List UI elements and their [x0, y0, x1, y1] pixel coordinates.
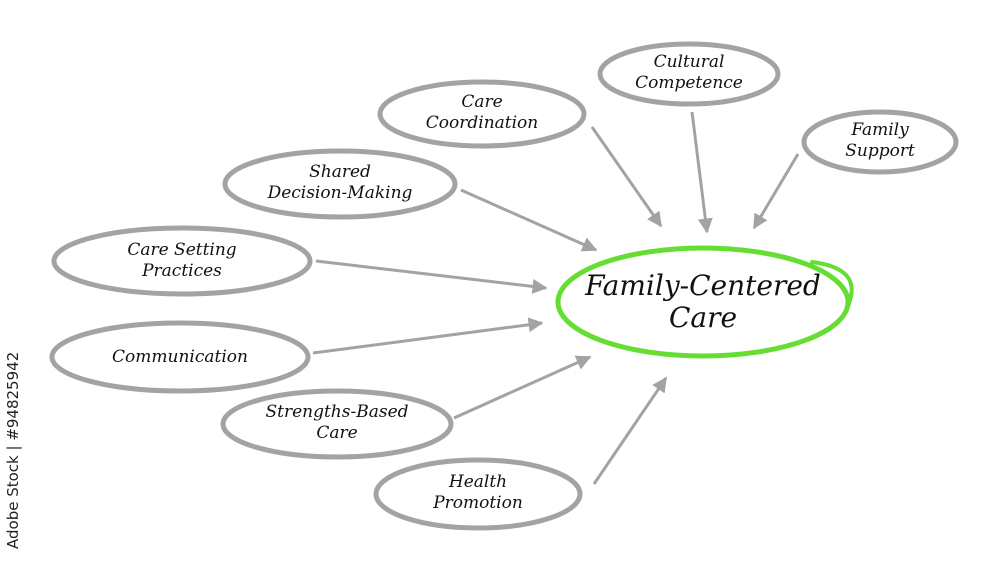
- arrow-strengths-based-care: [453, 355, 592, 420]
- node-label-family-support: Family Support: [845, 120, 915, 161]
- node-label-care-coordination: Care Coordination: [425, 92, 539, 133]
- ellipse-family-support: [801, 109, 959, 175]
- watermark-text: Adobe Stock | #94825942: [4, 351, 22, 549]
- center-label: Family-Centered Care: [585, 269, 821, 334]
- arrow-family-support: [752, 153, 800, 230]
- arrow-cultural-competence: [690, 111, 713, 234]
- ellipse-care-setting-practices: [51, 225, 313, 297]
- node-label-care-setting-practices: Care Setting Practices: [127, 240, 237, 281]
- node-label-health-promotion: Health Promotion: [433, 472, 523, 513]
- node-ellipses: [49, 41, 959, 531]
- arrow-care-setting-practices: [315, 259, 548, 294]
- center-ellipse: [555, 245, 854, 359]
- node-label-shared-decision-making: Shared Decision-Making: [267, 162, 413, 203]
- node-label-communication: Communication: [112, 347, 248, 367]
- ellipse-health-promotion: [373, 457, 583, 531]
- ellipse-cultural-competence: [597, 41, 781, 107]
- arrow-communication: [312, 317, 544, 355]
- ellipse-communication: [49, 320, 311, 394]
- node-label-cultural-competence: Cultural Competence: [635, 52, 743, 93]
- ellipse-shared-decision-making: [222, 148, 458, 220]
- ellipse-care-coordination: [377, 79, 587, 149]
- ellipse-strengths-based-care: [220, 388, 454, 460]
- arrows: [312, 111, 800, 485]
- arrow-shared-decision-making: [460, 188, 598, 252]
- arrow-health-promotion: [592, 376, 668, 485]
- arrow-care-coordination: [590, 126, 663, 228]
- node-label-strengths-based-care: Strengths-Based Care: [265, 402, 409, 443]
